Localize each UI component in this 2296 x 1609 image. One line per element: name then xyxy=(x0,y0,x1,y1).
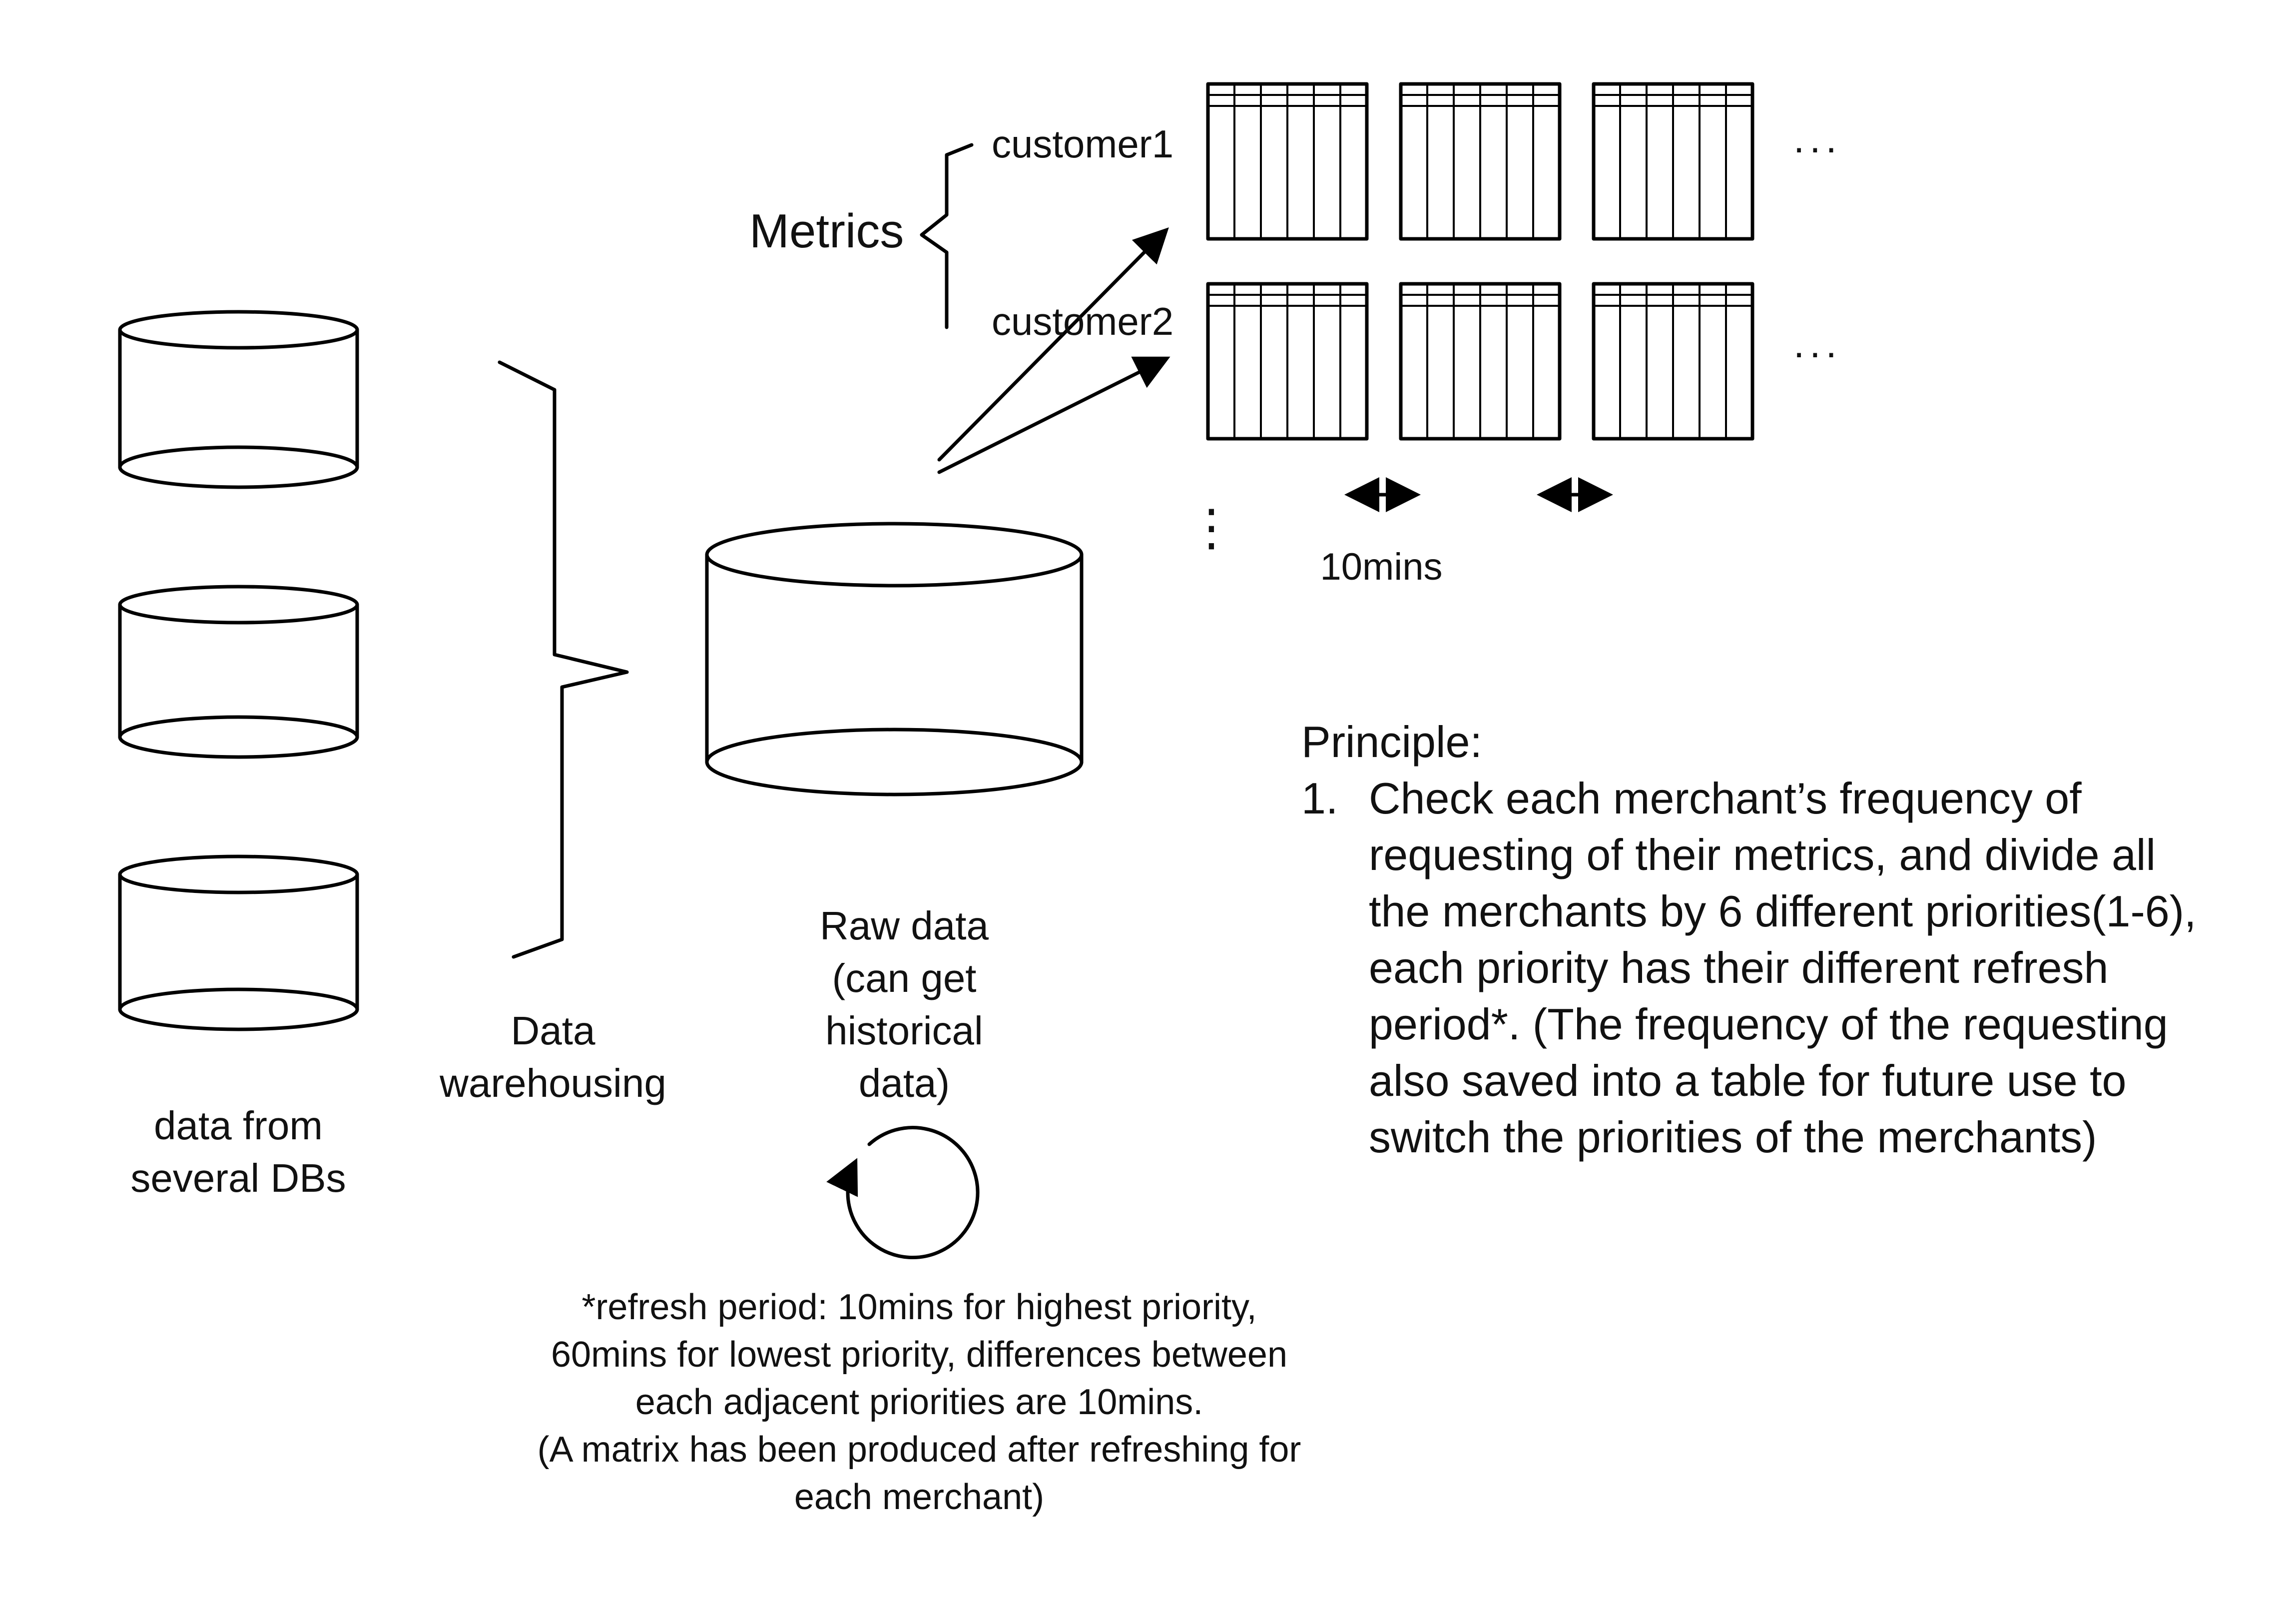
raw-data-label-line2: (can get xyxy=(832,956,976,1000)
customer1-label: customer1 xyxy=(992,122,1173,166)
arrow-to-customer1 xyxy=(937,227,1169,462)
refresh-cycle-icon xyxy=(826,1126,980,1260)
warehousing-label-line2: warehousing xyxy=(439,1061,666,1105)
matrix-r2-c1 xyxy=(1206,282,1369,441)
sources-label-line1: data from xyxy=(154,1103,323,1148)
source-db-1 xyxy=(118,310,359,489)
metrics-brace xyxy=(920,143,974,329)
principle-line: switch the priorities of the merchants) xyxy=(1369,1112,2097,1162)
principle-item-number: 1. xyxy=(1301,774,1338,823)
raw-data-db xyxy=(705,522,1084,797)
principle-line: requesting of their metrics, and divide … xyxy=(1369,830,2156,879)
principle-text: Check each merchant’s frequency of reques… xyxy=(1369,774,2196,1162)
sources-label-line2: several DBs xyxy=(130,1156,346,1200)
footnote-line: (A matrix has been produced after refres… xyxy=(538,1430,1301,1470)
principle-line: Check each merchant’s frequency of xyxy=(1369,774,2082,823)
raw-data-label-line4: data) xyxy=(859,1061,950,1105)
metric-matrices xyxy=(1206,82,1754,441)
principle-line: also saved into a table for future use t… xyxy=(1369,1056,2127,1105)
raw-data-label-line3: historical xyxy=(825,1008,983,1053)
refresh-footnote: *refresh period: 10mins for highest prio… xyxy=(538,1287,1301,1517)
footnote-line: 60mins for lowest priority, differences … xyxy=(551,1335,1287,1375)
principle-heading: Principle: xyxy=(1301,717,1482,767)
matrix-r1-c3 xyxy=(1592,82,1754,241)
principle-line: each priority has their different refres… xyxy=(1369,943,2108,992)
raw-data-label-line1: Raw data xyxy=(820,903,989,948)
warehousing-brace xyxy=(498,360,629,959)
matrix-r1-c1 xyxy=(1206,82,1369,241)
warehousing-label-line1: Data xyxy=(511,1008,595,1053)
arrow-to-customer2 xyxy=(937,356,1170,474)
source-db-2 xyxy=(118,585,359,759)
footnote-line: *refresh period: 10mins for highest prio… xyxy=(581,1287,1256,1327)
source-db-3 xyxy=(118,854,359,1031)
row1-ellipsis: ... xyxy=(1793,116,1842,161)
footnote-line: each adjacent priorities are 10mins. xyxy=(635,1382,1203,1422)
matrix-r2-c2 xyxy=(1399,282,1562,441)
footnote-line: each merchant) xyxy=(794,1477,1044,1517)
metrics-label: Metrics xyxy=(749,204,904,258)
principle-line: period*. (The frequency of the requestin… xyxy=(1369,999,2168,1049)
interval-label: 10mins xyxy=(1320,546,1443,588)
matrix-r2-c3 xyxy=(1592,282,1754,441)
row2-ellipsis: ... xyxy=(1793,321,1842,366)
principle-line: the merchants by 6 different priorities(… xyxy=(1369,886,2196,936)
rows-vertical-ellipsis: ⋮ xyxy=(1186,500,1236,556)
customer2-label: customer2 xyxy=(992,299,1173,343)
matrix-r1-c2 xyxy=(1399,82,1562,241)
